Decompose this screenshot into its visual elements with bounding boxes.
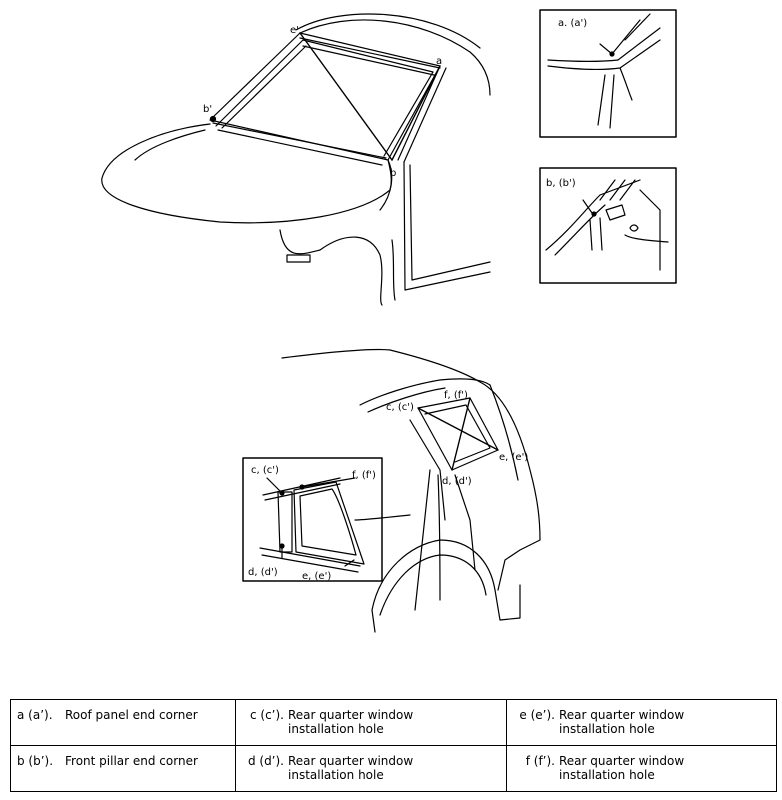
- legend-desc: Rear quarter window installation hole: [559, 708, 685, 736]
- legend-desc: Rear quarter window installation hole: [559, 754, 685, 782]
- callout-e-prime: e': [290, 25, 299, 36]
- callout-detail-b: b, (b'): [546, 178, 576, 189]
- legend-desc: Roof panel end corner: [65, 708, 198, 722]
- legend-desc: Rear quarter window installation hole: [288, 708, 414, 736]
- detail-a-drawing: [539, 9, 677, 138]
- legend-code: f (f’).: [525, 754, 555, 768]
- legend-code: a (a’).: [17, 708, 53, 722]
- callout-d: d, (d'): [442, 476, 472, 487]
- callout-c: c, (c'): [386, 402, 414, 413]
- legend-code: d (d’).: [247, 754, 284, 768]
- inset-callout-f: f, (f'): [352, 470, 376, 481]
- legend-table: a (a’). Roof panel end corner c (c’). Rear…: [10, 699, 777, 792]
- legend-cell: b (b’). Front pillar end corner: [10, 745, 236, 792]
- callout-a: a: [436, 56, 442, 67]
- legend-cell: f (f’). Rear quarter window installation …: [506, 745, 777, 792]
- legend-code: e (e’).: [519, 708, 555, 722]
- rear-inset-drawing: [242, 457, 383, 582]
- callout-e: e, (e'): [499, 452, 528, 463]
- front-view-drawing: [101, 13, 491, 306]
- legend-cell: a (a’). Roof panel end corner: [10, 699, 236, 746]
- detail-b-drawing: [539, 167, 677, 284]
- rear-view-drawing: [281, 348, 541, 633]
- legend-code: c (c’).: [249, 708, 284, 722]
- legend-row: a (a’). Roof panel end corner c (c’). Rear…: [10, 699, 777, 746]
- callout-f: f, (f'): [444, 390, 468, 401]
- inset-callout-c: c, (c'): [251, 465, 279, 476]
- inset-callout-e: e, (e'): [302, 571, 331, 582]
- legend-desc: Front pillar end corner: [65, 754, 198, 768]
- callout-b-prime: b': [203, 104, 212, 115]
- legend-desc: Rear quarter window installation hole: [288, 754, 414, 782]
- callout-detail-a: a. (a'): [558, 18, 587, 29]
- legend-code: b (b’).: [17, 754, 54, 768]
- legend-cell: c (c’). Rear quarter window installation …: [235, 699, 507, 746]
- callout-b: b: [390, 168, 396, 179]
- inset-callout-d: d, (d'): [248, 567, 278, 578]
- legend-row: b (b’). Front pillar end corner d (d’). Re…: [10, 745, 777, 792]
- legend-cell: d (d’). Rear quarter window installation …: [235, 745, 507, 792]
- body-diagram: a b b' e' a. (a') b, (b') c, (c') f, (f'…: [101, 9, 677, 633]
- legend-cell: e (e’). Rear quarter window installation …: [506, 699, 777, 746]
